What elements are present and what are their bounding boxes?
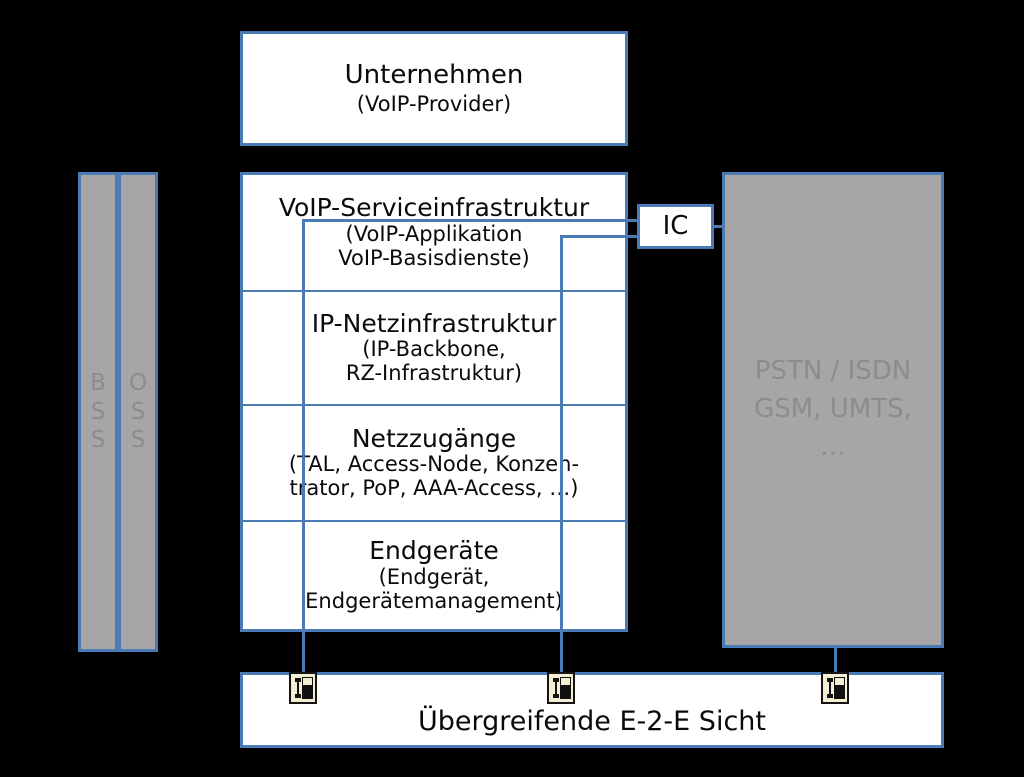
unternehmen-title: Unternehmen — [344, 60, 524, 91]
layer-netzzugaenge: Netzzugänge (TAL, Access-Node, Konzen- t… — [243, 404, 625, 520]
layer-ip-netzinfrastruktur: IP-Netzinfrastruktur (IP-Backbone, RZ-In… — [243, 290, 625, 404]
phone-body-glyph — [834, 677, 845, 699]
telephone-probe-icon — [547, 672, 575, 704]
oss-bar: O S S — [118, 172, 158, 652]
bss-label: B S S — [90, 369, 106, 454]
bss-oss-group: B S S O S S — [78, 172, 158, 652]
layer-detail: (IP-Backbone, RZ-Infrastruktur) — [345, 337, 523, 386]
connector-left-vertical — [302, 219, 305, 688]
telephone-probe-icon — [821, 672, 849, 704]
unternehmen-box: Unternehmen (VoIP-Provider) — [240, 31, 628, 146]
e2e-view-label: Übergreifende E-2-E Sicht — [417, 705, 766, 737]
telephone-probe-icon — [289, 672, 317, 704]
connector-ic-to-pstn — [712, 225, 724, 228]
layer-heading: VoIP-Serviceinfrastruktur — [278, 193, 590, 223]
handset-glyph — [553, 678, 559, 698]
ic-box: IC — [637, 204, 714, 249]
layer-endgeraete: Endgeräte (Endgerät, Endgerätemanagement… — [243, 520, 625, 629]
layer-heading: Endgeräte — [369, 536, 499, 566]
layer-heading: IP-Netzinfrastruktur — [311, 308, 557, 338]
connector-middle-vertical — [560, 235, 563, 688]
connector-second-horizontal — [560, 235, 640, 238]
voip-layer-stack: VoIP-Serviceinfrastruktur (VoIP-Applikat… — [240, 172, 628, 632]
handset-glyph — [827, 678, 833, 698]
layer-detail: (TAL, Access-Node, Konzen- trator, PoP, … — [288, 452, 580, 501]
pstn-isdn-box: PSTN / ISDN GSM, UMTS, … — [722, 172, 944, 648]
phone-body-glyph — [560, 677, 571, 699]
oss-label: O S S — [128, 369, 148, 454]
ic-label: IC — [662, 211, 689, 242]
layer-detail: (VoIP-Applikation VoIP-Basisdienste) — [338, 221, 530, 270]
unternehmen-subtitle: (VoIP-Provider) — [356, 92, 512, 117]
pstn-isdn-label: PSTN / ISDN GSM, UMTS, … — [754, 356, 912, 462]
connector-top-horizontal — [302, 219, 640, 222]
layer-detail: (Endgerät, Endgerätemanagement) — [305, 564, 563, 613]
connector-right-vertical — [834, 648, 837, 688]
layer-voip-serviceinfrastruktur: VoIP-Serviceinfrastruktur (VoIP-Applikat… — [243, 175, 625, 290]
bss-bar: B S S — [78, 172, 118, 652]
phone-body-glyph — [302, 677, 313, 699]
handset-glyph — [295, 678, 301, 698]
layer-heading: Netzzugänge — [351, 423, 517, 453]
